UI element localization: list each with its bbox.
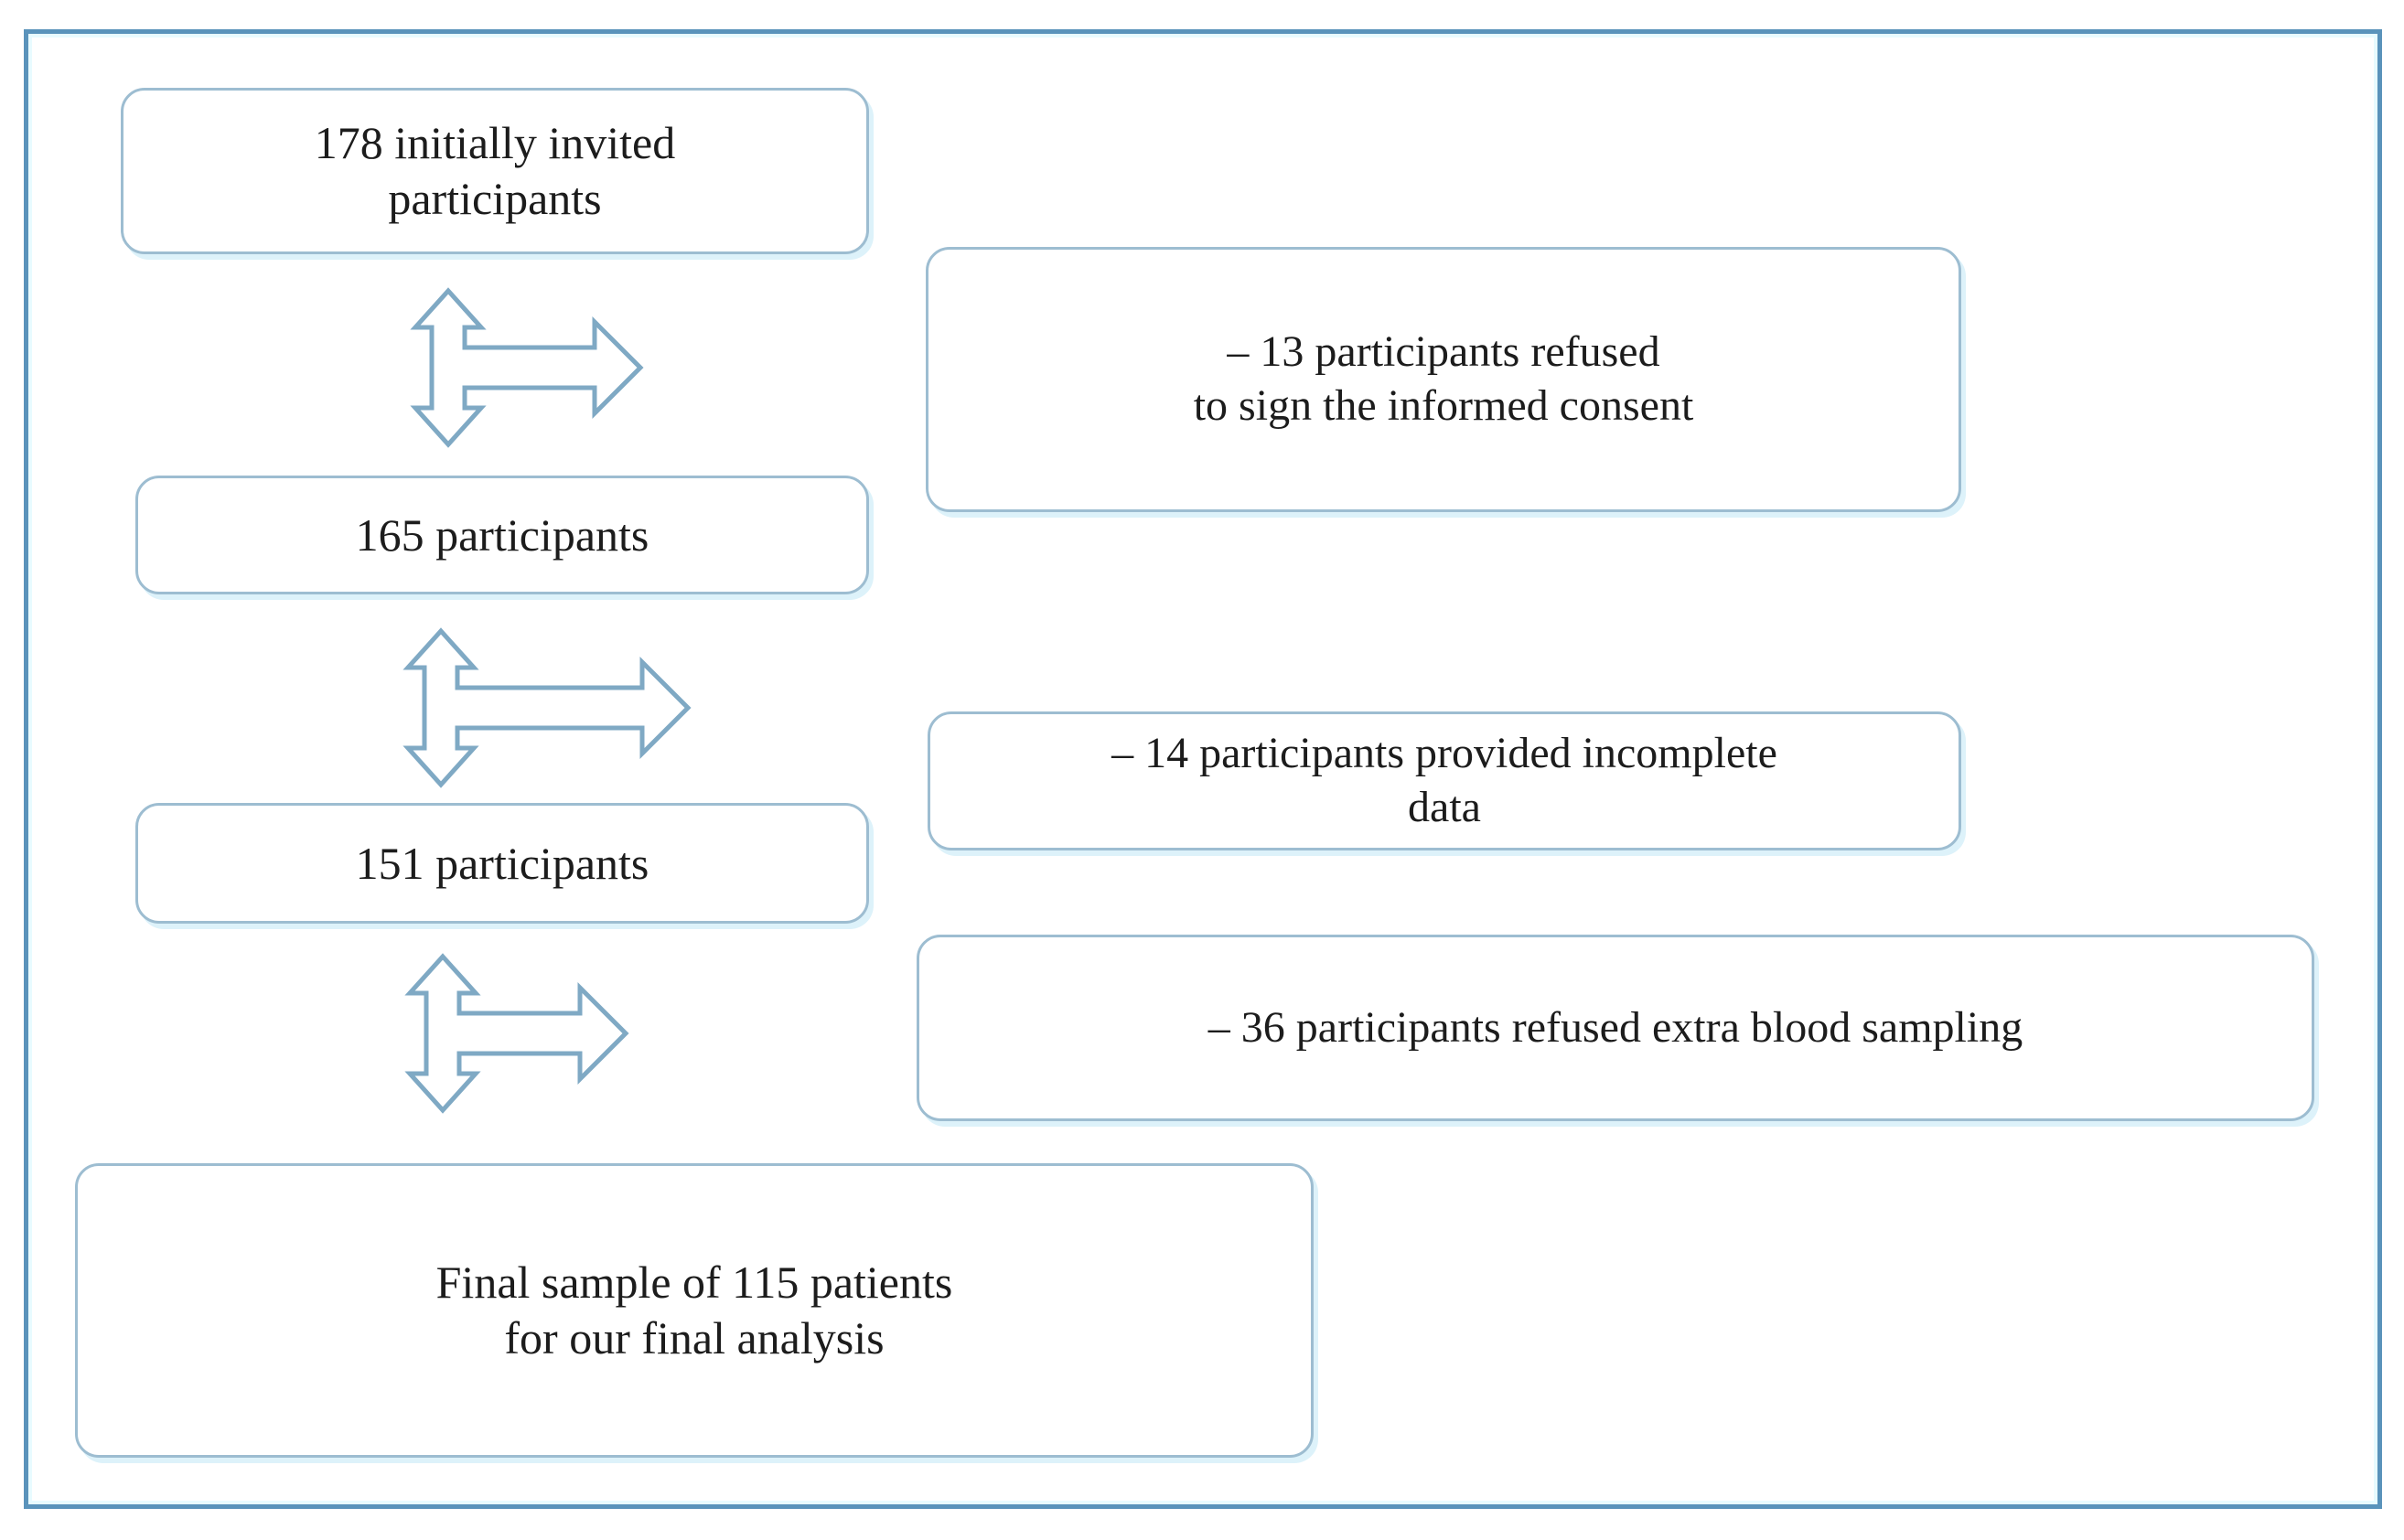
node-final-sample-label: Final sample of 115 patients for our fin… — [435, 1257, 953, 1364]
tee-arrow-up-down-right-icon — [401, 287, 648, 448]
exclusion-incomplete-data: – 14 participants provided incomplete da… — [928, 711, 1961, 850]
exclusion-refused-consent-label: – 13 participants refused to sign the in… — [1193, 327, 1694, 430]
tee-arrow-up-down-right-icon — [393, 627, 695, 788]
node-consented-participants: 165 participants — [135, 476, 869, 594]
node-complete-data-participants: 151 participants — [135, 803, 869, 924]
node-complete-data-participants-label: 151 participants — [355, 837, 649, 889]
node-final-sample: Final sample of 115 patients for our fin… — [75, 1163, 1314, 1458]
node-consented-participants-label: 165 participants — [355, 508, 649, 561]
exclusion-refused-consent: – 13 participants refused to sign the in… — [926, 247, 1961, 512]
node-initially-invited: 178 initially invited participants — [121, 88, 869, 254]
tee-arrow-up-down-right-icon — [395, 953, 633, 1114]
exclusion-incomplete-data-label: – 14 participants provided incomplete da… — [1111, 729, 1777, 831]
node-initially-invited-label: 178 initially invited participants — [314, 117, 676, 224]
exclusion-refused-blood-sampling: – 36 participants refused extra blood sa… — [917, 935, 2314, 1121]
exclusion-refused-blood-sampling-label: – 36 participants refused extra blood sa… — [1207, 1002, 2023, 1052]
